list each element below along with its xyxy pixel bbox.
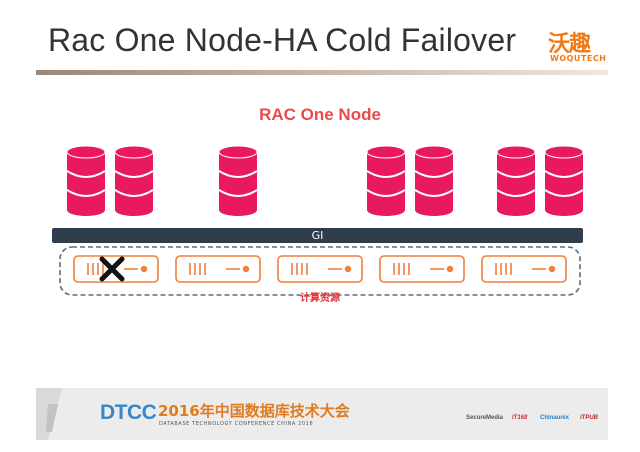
gi-bar: GI xyxy=(52,228,583,243)
footer-decoration-icon xyxy=(36,388,62,440)
sponsor-logo-3: Chinaunix xyxy=(540,415,570,421)
server-icon xyxy=(73,255,159,283)
database-icon xyxy=(544,145,584,216)
database-icon xyxy=(114,145,154,216)
server-icon xyxy=(481,255,567,283)
server-icon xyxy=(175,255,261,283)
logo-english-text: WOQUTECH xyxy=(550,54,607,63)
footer-conference-cn: 2016年中国数据库技术大会 xyxy=(158,402,350,420)
footer-conference-en: DATABASE TECHNOLOGY CONFERENCE CHINA 201… xyxy=(159,421,314,427)
database-icon xyxy=(218,145,258,216)
server-layer xyxy=(73,255,567,283)
sponsor-logo-2: IT168 xyxy=(512,415,528,421)
server-icon xyxy=(379,255,465,283)
footer-brand: DTCC xyxy=(100,401,157,424)
database-icon xyxy=(66,145,106,216)
database-icon xyxy=(366,145,406,216)
sponsor-logo-1: SecureMedia xyxy=(466,415,504,421)
database-layer xyxy=(66,145,584,216)
slide-title: Rac One Node-HA Cold Failover xyxy=(48,22,517,58)
database-icon xyxy=(496,145,536,216)
title-underline xyxy=(36,70,608,75)
database-icon xyxy=(414,145,454,216)
company-logo: 沃趣 WOQUTECH xyxy=(548,26,612,72)
server-icon xyxy=(277,255,363,283)
logo-chinese-text: 沃趣 xyxy=(548,32,591,57)
failure-x-icon xyxy=(99,256,125,282)
compute-resources-label: 计算资源 xyxy=(300,293,340,304)
gi-label: GI xyxy=(311,229,324,242)
compute-resources-outline xyxy=(59,246,581,296)
diagram-title: RAC One Node xyxy=(259,105,381,124)
footer-banner: DTCC 2016年中国数据库技术大会 DATABASE TECHNOLOGY … xyxy=(36,388,608,440)
sponsor-logo-4: ITPUB xyxy=(580,415,598,421)
